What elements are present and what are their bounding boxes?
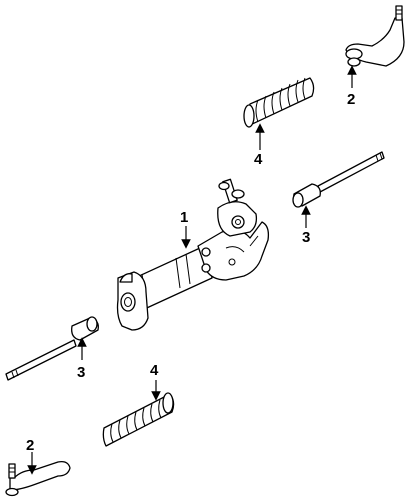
callout-4-bottom: 4 <box>150 362 159 379</box>
inner-tie-rod-left <box>5 316 99 381</box>
outer-tie-rod-end-right <box>345 5 405 67</box>
callout-3-right: 3 <box>302 229 310 246</box>
rack-boot-upper <box>243 77 315 128</box>
inner-tie-rod-right <box>292 151 385 208</box>
callout-2-top: 2 <box>347 91 355 108</box>
outer-tie-rod-end-left <box>5 460 71 497</box>
callout-4-top: 4 <box>254 151 263 168</box>
callout-2-bottom: 2 <box>26 437 34 454</box>
callout-1: 1 <box>180 209 188 226</box>
steering-gear-assembly <box>116 178 270 331</box>
rack-boot-lower <box>102 392 175 447</box>
callout-3-left: 3 <box>77 364 85 381</box>
